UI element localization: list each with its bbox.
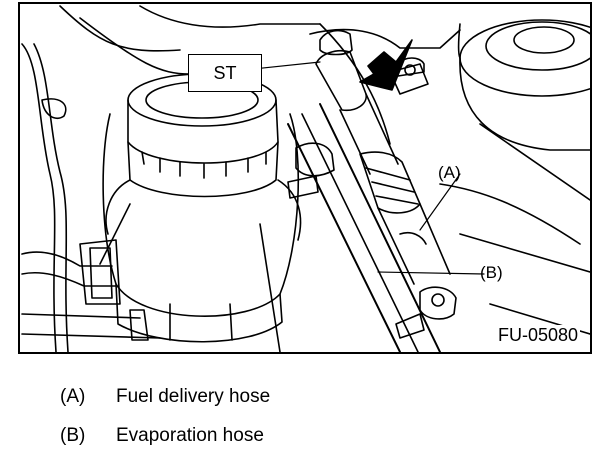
line-drawing [21,5,590,352]
callout-a: (A) [438,163,461,182]
legend-text: Fuel delivery hose [116,386,271,407]
figure-id: FU-05080 [495,325,580,346]
callout-st: ST [188,54,262,92]
legend-key: (B) [60,425,86,446]
legend-item-a: (A) Fuel delivery hose [60,386,270,408]
legend-text: Evaporation hose [116,425,264,446]
legend-item-b: (B) Evaporation hose [60,425,264,447]
legend-key: (A) [60,386,86,407]
callout-b: (B) [480,263,503,282]
engine-bay-illustration: ST (A) (B) FU-05080 [18,2,592,354]
